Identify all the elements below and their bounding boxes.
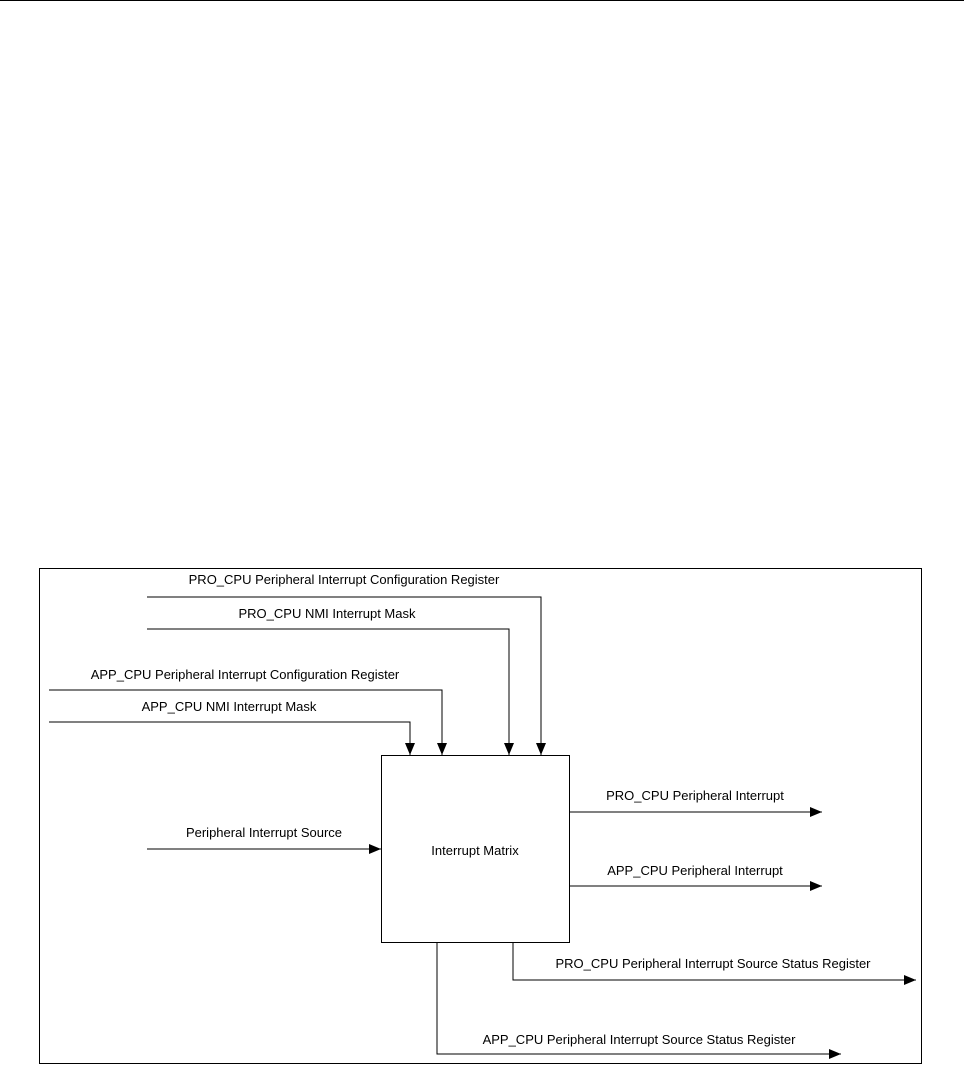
output-pro-cpu-status-label: PRO_CPU Peripheral Interrupt Source Stat… (555, 956, 871, 971)
top-rule (0, 0, 964, 1)
input-peripheral-source-label: Peripheral Interrupt Source (186, 825, 342, 840)
diagram-frame (39, 568, 922, 1064)
input-app-cpu-nmi-mask-arrow (49, 721, 415, 755)
input-app-cpu-nmi-mask-label: APP_CPU NMI Interrupt Mask (142, 699, 317, 714)
input-pro-cpu-nmi-mask: PRO_CPU NMI Interrupt Mask (147, 606, 514, 755)
output-pro-cpu-status-arrow (512, 943, 916, 985)
input-pro-cpu-nmi-mask-label: PRO_CPU NMI Interrupt Mask (239, 606, 416, 621)
input-peripheral-source: Peripheral Interrupt Source (147, 825, 381, 854)
output-app-cpu-status-label: APP_CPU Peripheral Interrupt Source Stat… (483, 1032, 797, 1047)
input-app-cpu-config-label: APP_CPU Peripheral Interrupt Configurati… (91, 667, 400, 682)
input-pro-cpu-config-arrow (147, 596, 546, 755)
input-pro-cpu-nmi-mask-arrow (147, 628, 514, 755)
input-app-cpu-config: APP_CPU Peripheral Interrupt Configurati… (49, 667, 447, 755)
output-pro-cpu-interrupt: PRO_CPU Peripheral Interrupt (570, 788, 822, 817)
input-pro-cpu-config-label: PRO_CPU Peripheral Interrupt Configurati… (189, 572, 500, 587)
interrupt-matrix-block (381, 755, 570, 943)
interrupt-matrix-label: Interrupt Matrix (431, 843, 519, 858)
output-pro-cpu-status: PRO_CPU Peripheral Interrupt Source Stat… (512, 943, 916, 985)
output-app-cpu-status: APP_CPU Peripheral Interrupt Source Stat… (436, 943, 841, 1059)
output-app-cpu-interrupt: APP_CPU Peripheral Interrupt (570, 863, 822, 891)
input-app-cpu-nmi-mask: APP_CPU NMI Interrupt Mask (49, 699, 415, 755)
input-pro-cpu-config: PRO_CPU Peripheral Interrupt Configurati… (147, 572, 546, 755)
output-app-cpu-interrupt-label: APP_CPU Peripheral Interrupt (607, 863, 783, 878)
output-pro-cpu-interrupt-label: PRO_CPU Peripheral Interrupt (606, 788, 784, 803)
input-app-cpu-config-arrow (49, 689, 447, 755)
output-app-cpu-status-arrow (436, 943, 841, 1059)
